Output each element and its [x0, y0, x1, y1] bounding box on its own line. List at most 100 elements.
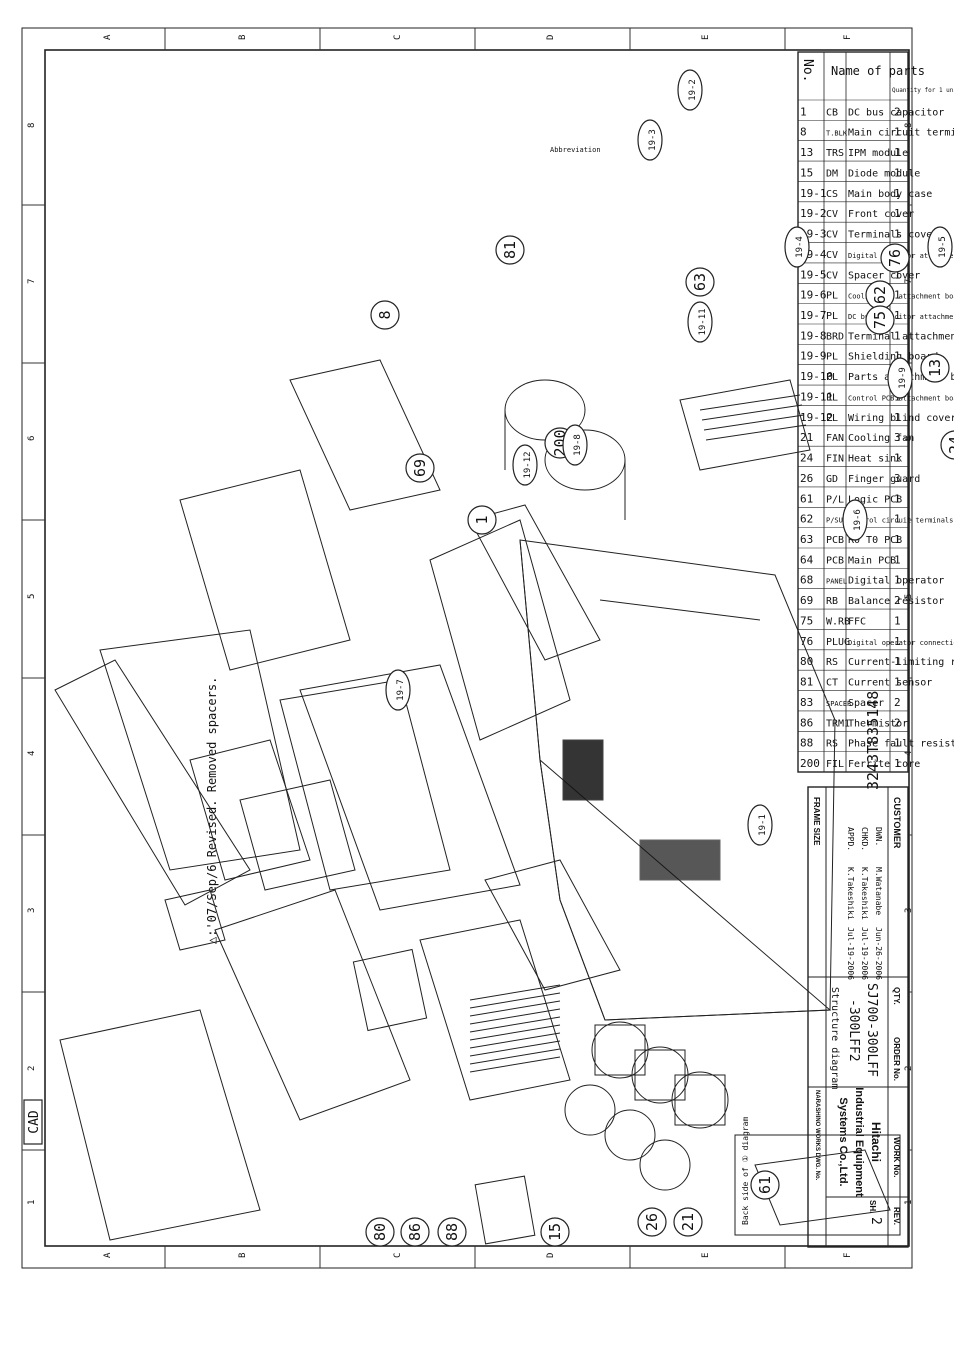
zone-letter: F — [843, 35, 853, 40]
part-abbr: CV — [826, 230, 838, 241]
callout-label: 76 — [886, 249, 904, 267]
callout-bubble — [437, 1217, 467, 1247]
part-name: Balance resistor — [848, 596, 944, 607]
callout-label: 63 — [691, 273, 709, 291]
callout-label: 88 — [443, 1223, 461, 1241]
part-no: 1 — [800, 105, 807, 118]
part-abbr: FIN — [826, 454, 844, 465]
part-name: Cooling fan — [848, 433, 914, 444]
part-name: Phase fault resistor — [848, 739, 954, 750]
part-abbr: PCB — [826, 555, 844, 566]
callout-bubble — [385, 669, 411, 711]
callout-bubble — [512, 444, 538, 486]
zone-number: 7 — [904, 279, 914, 284]
svg-text:Jun-26-2006: Jun-26-2006 — [874, 927, 883, 980]
svg-text:Industrial Equipment: Industrial Equipment — [853, 1087, 865, 1197]
part-qty: 2 — [894, 594, 901, 607]
part-no: 75 — [800, 614, 813, 627]
part-abbr: DM — [826, 168, 838, 179]
part-name: Heat sink — [848, 454, 902, 465]
zone-number: 2 — [27, 1066, 37, 1071]
zone-letter: E — [701, 35, 711, 40]
part-qty: 1 — [894, 655, 901, 668]
part-name: DC bus capacitor attachment block — [848, 313, 954, 321]
zone-number: 1 — [27, 1200, 37, 1205]
callout-label: 19-12 — [523, 451, 533, 478]
zone-number: 5 — [904, 594, 914, 599]
callout-bubble — [865, 305, 895, 335]
part-name: Spacer — [848, 698, 884, 709]
part-abbr: PANEL — [826, 578, 847, 586]
col-header-abbr: Abbreviation — [550, 146, 601, 154]
svg-text:Hitachi: Hitachi — [869, 1122, 883, 1162]
part-no: 69 — [800, 594, 813, 607]
callout-label: 19-1 — [758, 814, 768, 836]
zone-number: 3 — [904, 908, 914, 913]
col-header-qty: Quantity for 1 unit — [892, 87, 954, 94]
zone-number: 4 — [27, 751, 37, 756]
zone-letter: A — [103, 1252, 113, 1258]
model-1: SJ700-300LFF — [864, 983, 879, 1077]
part-abbr: PL — [826, 392, 838, 403]
callout-bubble — [365, 1217, 395, 1247]
part-abbr: PL — [826, 352, 838, 363]
callout-bubble — [687, 301, 713, 343]
part-qty: 1 — [894, 492, 901, 505]
part-name: FFC — [848, 616, 866, 627]
zone-number: 7 — [27, 279, 37, 284]
callout-label: 8 — [376, 310, 394, 319]
part-no: 19-6 — [800, 289, 827, 302]
part-qty: 1 — [894, 166, 901, 179]
callout-bubble — [880, 243, 910, 273]
callout-bubbles: 64686276756319-419-219-319-519-10132419-… — [365, 69, 954, 1247]
part-qty: 2 — [894, 105, 901, 118]
col-header-name: Name of parts — [831, 64, 925, 78]
part-abbr: CV — [826, 250, 838, 261]
callout-bubble — [677, 69, 703, 111]
part-qty: 1 — [894, 513, 901, 526]
part-qty: 1 — [894, 574, 901, 587]
part-abbr: CS — [826, 189, 838, 200]
zone-number: 3 — [27, 908, 37, 913]
part-name: DC bus capacitor — [848, 107, 944, 118]
zone-number: 8 — [904, 123, 914, 128]
back-side-note: Back side of ① diagram — [741, 1117, 750, 1226]
part-qty: 2 — [894, 716, 901, 729]
part-no: 19-7 — [800, 309, 827, 322]
callout-label: 19-6 — [853, 509, 863, 531]
part-no: 19-9 — [800, 350, 827, 363]
svg-text:CAD: CAD — [27, 1110, 42, 1134]
zone-number: 6 — [27, 436, 37, 441]
svg-text:DWN.: DWN. — [874, 827, 883, 846]
callout-bubble — [562, 424, 588, 466]
callout-label: 80 — [371, 1223, 389, 1241]
part-qty: 1 — [894, 737, 901, 750]
callout-label: 15 — [546, 1223, 564, 1241]
callout-label: 19-2 — [688, 79, 698, 101]
part-name: IPM module — [848, 148, 908, 159]
part-no: 83 — [800, 696, 813, 709]
part-qty: 1 — [894, 411, 901, 424]
order-label: ORDER No. — [892, 1037, 901, 1081]
part-abbr: PL — [826, 372, 838, 383]
part-qty: 1 — [894, 268, 901, 281]
callout-bubble — [467, 505, 497, 535]
part-abbr: RS — [826, 657, 838, 668]
